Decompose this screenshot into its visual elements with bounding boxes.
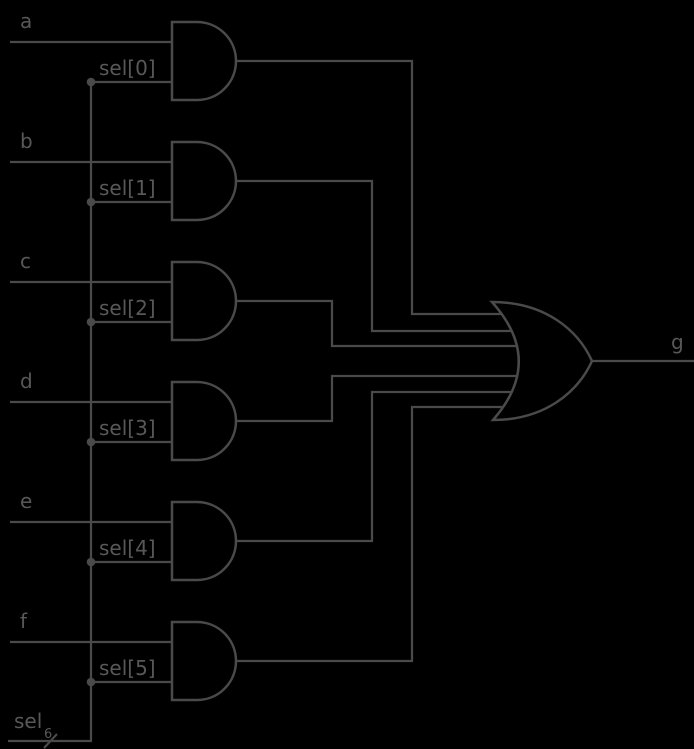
net-wire-and5-to-or (236, 405, 520, 663)
output-label-g: g (671, 330, 684, 354)
select-label-sel5: sel[5] (99, 656, 156, 680)
and-gate-5 (170, 620, 238, 702)
sel-bus-wire (8, 82, 93, 743)
net-wire-and2-to-or (236, 299, 520, 348)
sel-bus-label: sel (14, 709, 42, 733)
mux-branch-4: e sel[4] (10, 390, 520, 582)
junction-dot-sel0 (86, 77, 96, 87)
net-wire-and3-to-or (236, 374, 520, 423)
mux-branch-0: a sel[0] (10, 9, 520, 316)
junction-dot-sel5 (86, 677, 96, 687)
input-label-f: f (20, 609, 28, 633)
bus-width-slash-icon (43, 733, 58, 749)
bus-width-label: 6 (44, 727, 52, 742)
input-label-a: a (20, 9, 32, 33)
and-gate-4 (170, 500, 238, 582)
mux-branch-2: c sel[2] (10, 249, 520, 348)
input-label-c: c (20, 249, 31, 273)
select-label-sel3: sel[3] (99, 416, 156, 440)
select-label-sel4: sel[4] (99, 536, 156, 560)
junction-dot-sel1 (86, 197, 96, 207)
input-label-b: b (20, 129, 33, 153)
select-label-sel1: sel[1] (99, 176, 156, 200)
net-wire-and4-to-or (236, 390, 520, 543)
and-gate-0 (170, 20, 238, 102)
sel-bus: sel 6 (8, 82, 93, 749)
input-label-d: d (20, 369, 33, 393)
select-label-sel2: sel[2] (99, 296, 156, 320)
junction-dot-sel4 (86, 557, 96, 567)
junction-dot-sel3 (86, 437, 96, 447)
and-gate-2 (170, 260, 238, 342)
mux-branch-3: d sel[3] (10, 369, 520, 462)
and-gate-3 (170, 380, 238, 462)
junction-dot-sel2 (86, 317, 96, 327)
net-wire-and0-to-or (236, 59, 520, 316)
mux-branch-1: b sel[1] (10, 129, 520, 333)
select-label-sel0: sel[0] (99, 56, 156, 80)
or-gate (489, 300, 594, 422)
net-wire-and1-to-or (236, 179, 520, 333)
or-stage: g (489, 300, 694, 422)
input-label-e: e (20, 489, 32, 513)
and-gate-1 (170, 140, 238, 222)
mux-branch-5: f sel[5] (10, 405, 520, 702)
